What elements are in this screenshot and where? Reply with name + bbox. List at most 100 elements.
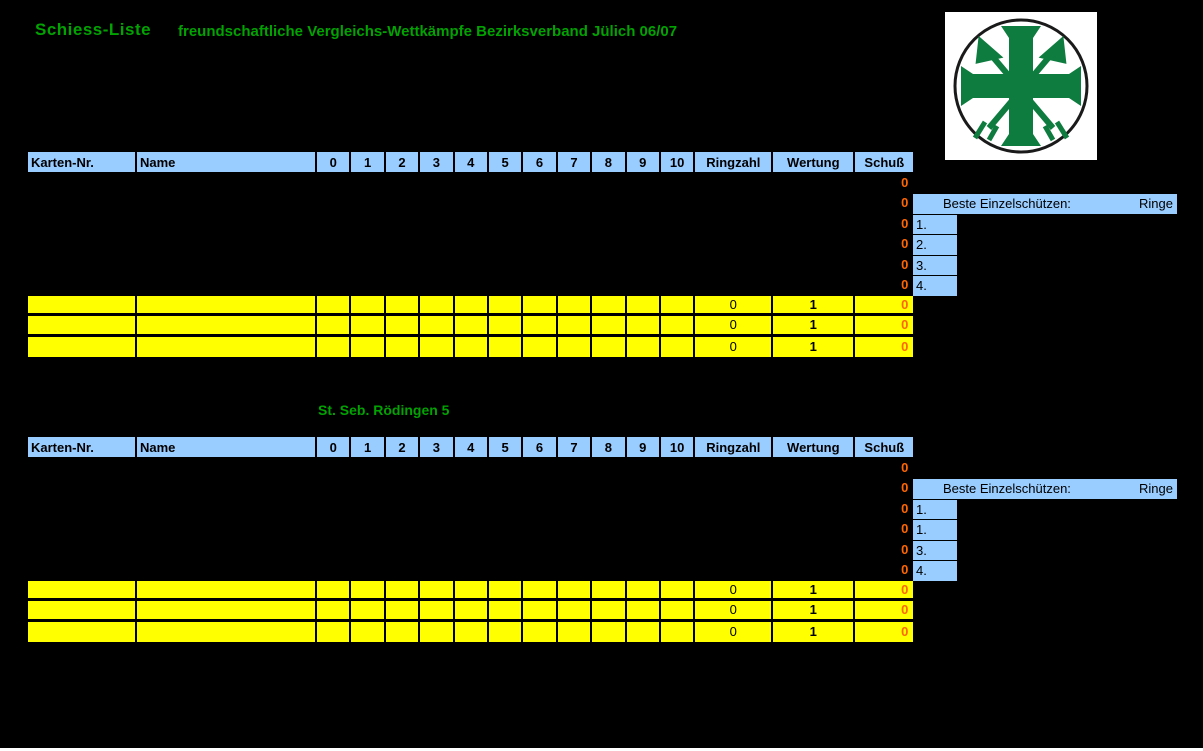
rank-cell[interactable]: 3.	[913, 540, 957, 561]
schuss-total-cell[interactable]: 0	[853, 295, 914, 313]
ringe-label: Ringe	[1139, 481, 1173, 496]
total-name-cell[interactable]	[135, 580, 315, 598]
wertung-total-cell[interactable]: 1	[771, 601, 854, 619]
total-row[interactable]: 0 1 0	[28, 621, 914, 642]
rank-cell[interactable]: 2.	[913, 235, 957, 256]
rank-cell[interactable]: 3.	[913, 255, 957, 276]
table2-header-row: Karten-Nr. Name 0 1 2 3 4 5 6 7 8 9 10 R…	[28, 437, 914, 457]
best-shooters-label: Beste Einzelschützen:	[943, 481, 1071, 496]
score-row[interactable]: 0	[28, 457, 913, 478]
wertung-total-cell[interactable]: 1	[771, 621, 854, 642]
total-karten-nr-cell[interactable]	[28, 336, 135, 357]
col-header-3: 3	[418, 437, 452, 457]
score-row[interactable]: 0	[28, 172, 913, 193]
page-bottom-edge	[0, 748, 1203, 751]
rank-cell[interactable]: 4.	[913, 561, 957, 582]
schuss-total-cell[interactable]: 0	[853, 336, 914, 357]
col-header-0: 0	[315, 437, 349, 457]
col-header-2: 2	[383, 437, 418, 457]
total-row[interactable]: 0 1 0	[28, 295, 914, 316]
wertung-total-cell[interactable]: 1	[771, 295, 854, 313]
col-header-5: 5	[486, 437, 521, 457]
schuss-value-cell[interactable]: 0	[901, 236, 909, 252]
schuss-value-cell[interactable]: 0	[901, 195, 909, 211]
schuss-value-cell[interactable]: 0	[901, 174, 909, 190]
wertung-total-cell[interactable]: 1	[771, 580, 854, 598]
cross-and-arrows-icon	[953, 18, 1089, 154]
col-header-8: 8	[590, 152, 624, 172]
col-header-9: 9	[624, 152, 659, 172]
wertung-total-cell[interactable]: 1	[771, 316, 854, 334]
schuss-total-cell[interactable]: 0	[853, 316, 914, 334]
score-row[interactable]: 0	[28, 560, 913, 581]
rank-cell[interactable]: 1.	[913, 520, 957, 541]
schuss-value-cell[interactable]: 0	[901, 256, 909, 272]
col-header-5: 5	[486, 152, 521, 172]
score-row[interactable]: 0	[28, 539, 913, 560]
schuss-total-cell[interactable]: 0	[853, 621, 914, 642]
score-row[interactable]: 0	[28, 193, 913, 214]
total-name-cell[interactable]	[135, 316, 315, 334]
score-row[interactable]: 0	[28, 275, 913, 296]
col-header-karten-nr: Karten-Nr.	[31, 154, 94, 170]
total-name-cell[interactable]	[135, 336, 315, 357]
table1-body: 0 0 0 0 0 0	[28, 172, 913, 295]
rank-cell[interactable]: 1.	[913, 214, 957, 235]
schuss-total-cell[interactable]: 0	[853, 601, 914, 619]
schuss-value-cell[interactable]: 0	[901, 277, 909, 293]
col-header-0: 0	[315, 152, 349, 172]
score-row[interactable]: 0	[28, 213, 913, 234]
total-karten-nr-cell[interactable]	[28, 580, 135, 598]
score-row[interactable]: 0	[28, 498, 913, 519]
score-row[interactable]: 0	[28, 234, 913, 255]
ringzahl-total-cell[interactable]: 0	[693, 295, 772, 313]
club-logo	[945, 12, 1097, 160]
rank-cell[interactable]: 4.	[913, 276, 957, 297]
col-header-name: Name	[135, 437, 315, 457]
col-header-9: 9	[624, 437, 659, 457]
total-karten-nr-cell[interactable]	[28, 601, 135, 619]
col-header-7: 7	[555, 437, 590, 457]
score-row[interactable]: 0	[28, 478, 913, 499]
total-karten-nr-cell[interactable]	[28, 295, 135, 313]
col-header-8: 8	[590, 437, 624, 457]
col-header-10: 10	[658, 437, 693, 457]
total-row[interactable]: 0 1 0	[28, 601, 914, 622]
page-subtitle: freundschaftliche Vergleichs-Wettkämpfe …	[178, 23, 678, 40]
ringzahl-total-cell[interactable]: 0	[693, 580, 772, 598]
score-row[interactable]: 0	[28, 254, 913, 275]
ringzahl-total-cell[interactable]: 0	[693, 621, 772, 642]
total-name-cell[interactable]	[135, 601, 315, 619]
col-header-karten-nr: Karten-Nr.	[31, 439, 94, 455]
ringzahl-total-cell[interactable]: 0	[693, 336, 772, 357]
schuss-total-cell[interactable]: 0	[853, 580, 914, 598]
col-header-1: 1	[349, 152, 383, 172]
col-header-wertung: Wertung	[771, 152, 853, 172]
total-karten-nr-cell[interactable]	[28, 621, 135, 642]
schuss-value-cell[interactable]: 0	[901, 562, 909, 578]
schuss-value-cell[interactable]: 0	[901, 521, 909, 537]
schuss-value-cell[interactable]: 0	[901, 459, 909, 475]
team-name: St. Seb. Rödingen 5	[318, 402, 450, 418]
schuss-value-cell[interactable]: 0	[901, 541, 909, 557]
col-header-6: 6	[521, 152, 555, 172]
schuss-value-cell[interactable]: 0	[901, 500, 909, 516]
ringe-label: Ringe	[1139, 196, 1173, 211]
wertung-total-cell[interactable]: 1	[771, 336, 854, 357]
col-header-1: 1	[349, 437, 383, 457]
total-row[interactable]: 0 1 0	[28, 316, 914, 337]
total-name-cell[interactable]	[135, 621, 315, 642]
table1-totals: 0 1 0 0 1 0 0 1 0	[28, 295, 914, 357]
col-header-4: 4	[452, 437, 487, 457]
best-shooters-header: Beste Einzelschützen: Ringe	[913, 193, 1177, 214]
score-row[interactable]: 0	[28, 519, 913, 540]
total-row[interactable]: 0 1 0	[28, 580, 914, 601]
ringzahl-total-cell[interactable]: 0	[693, 316, 772, 334]
ringzahl-total-cell[interactable]: 0	[693, 601, 772, 619]
total-row[interactable]: 0 1 0	[28, 336, 914, 357]
rank-cell[interactable]: 1.	[913, 499, 957, 520]
schuss-value-cell[interactable]: 0	[901, 215, 909, 231]
total-karten-nr-cell[interactable]	[28, 316, 135, 334]
schuss-value-cell[interactable]: 0	[901, 480, 909, 496]
total-name-cell[interactable]	[135, 295, 315, 313]
